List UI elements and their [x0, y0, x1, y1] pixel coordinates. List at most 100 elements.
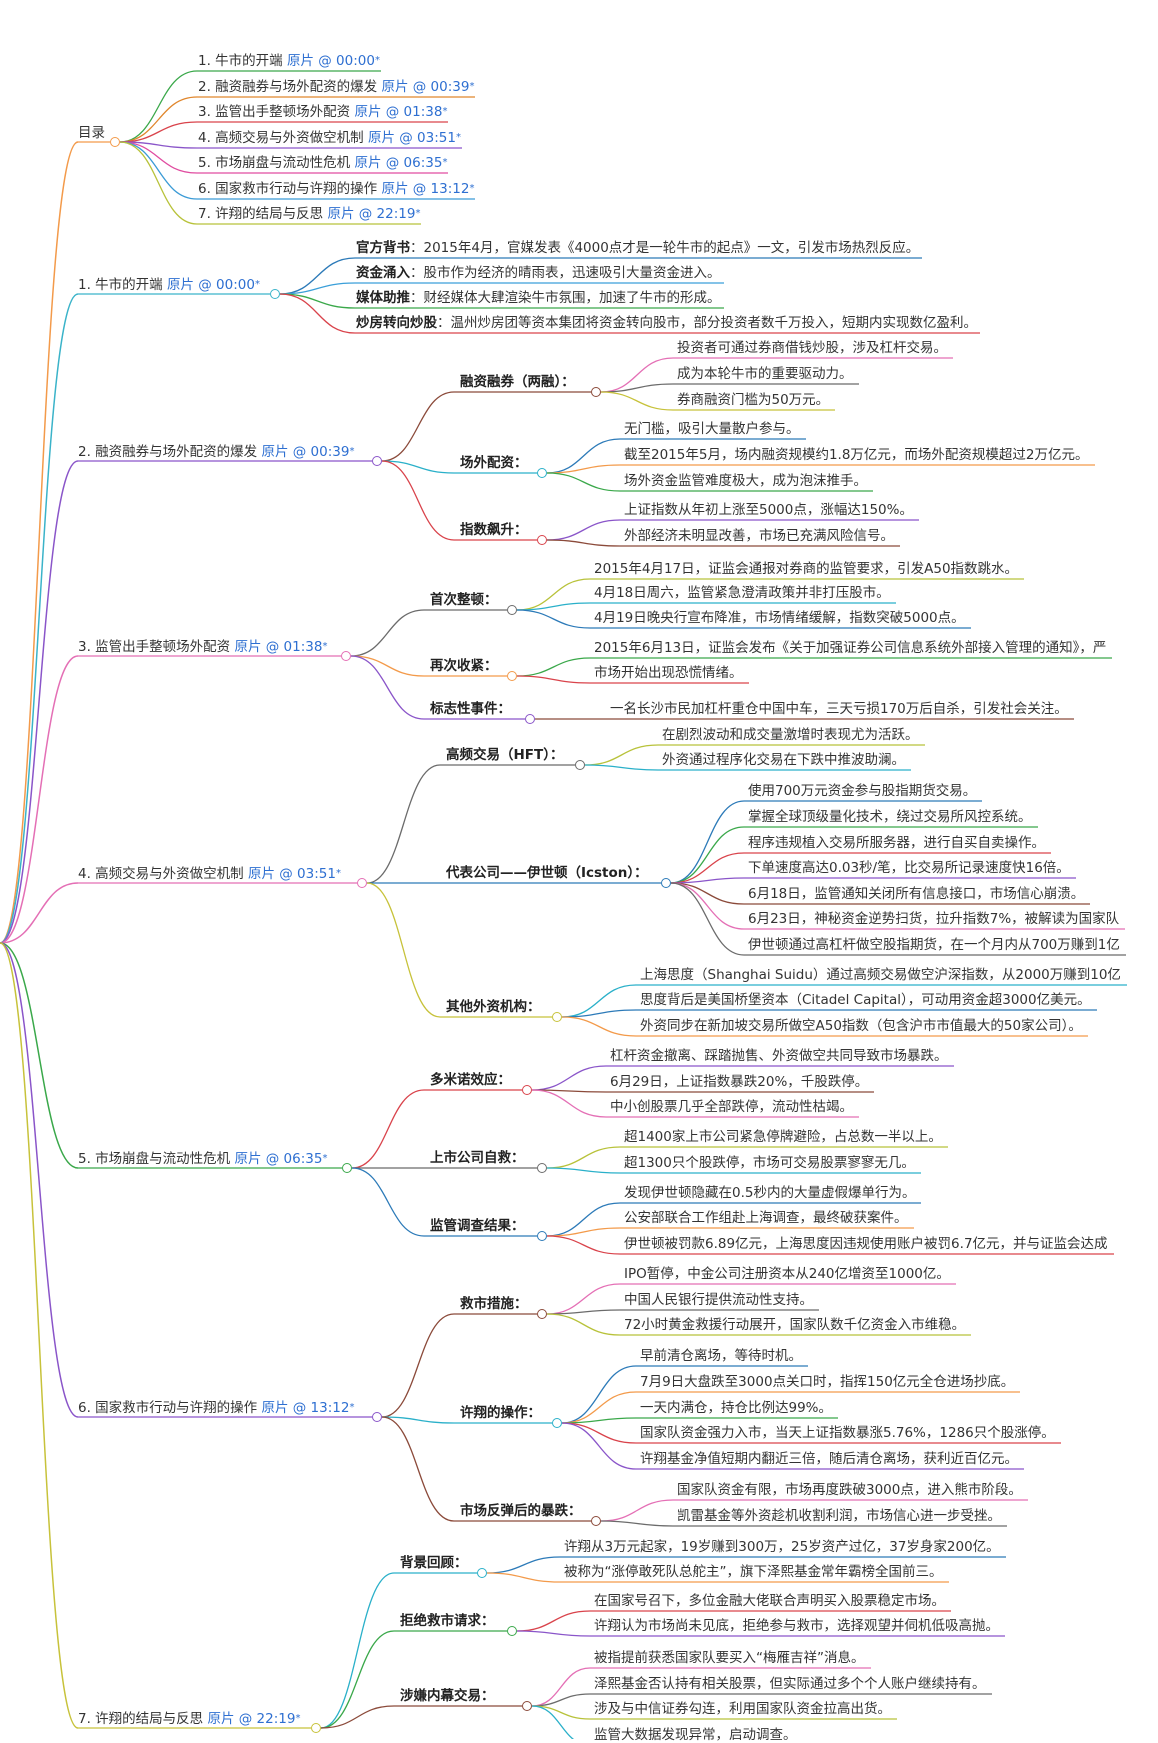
s4-group-2-node[interactable]	[661, 878, 671, 888]
toc-item-6[interactable]: 6. 国家救市行动与许翔的操作 原片 @ 13:12*	[198, 181, 474, 197]
s5-group-3-node[interactable]	[537, 1231, 547, 1241]
star-mark: *	[295, 1713, 301, 1724]
s5-g2-leaf-1: 超1400家上市公司紧急停牌避险，占总数一半以上。	[624, 1129, 942, 1145]
s2-group-3-node[interactable]	[537, 535, 547, 545]
leaf-text: 成为本轮牛市的重要驱动力。	[677, 366, 853, 382]
s5-group-1-node[interactable]	[522, 1085, 532, 1095]
toc-item-3[interactable]: 3. 监管出手整顿场外配资 原片 @ 01:38*	[198, 104, 447, 120]
s3-group-1-label: 首次整顿：	[430, 592, 498, 608]
toc-item-text: 4. 高频交易与外资做空机制	[198, 130, 368, 146]
section-title-text: 5. 市场崩盘与流动性危机	[78, 1151, 235, 1167]
section-2-title: 2. 融资融券与场外配资的爆发 原片 @ 00:39*	[78, 444, 354, 460]
s4-group-1-label: 高频交易（HFT）：	[446, 747, 563, 763]
timestamp-link[interactable]: 原片 @ 03:51	[367, 130, 456, 146]
section-1-node[interactable]	[270, 289, 280, 299]
s6-group-2-label: 许翔的操作：	[460, 1405, 541, 1421]
timestamp-link[interactable]: 原片 @ 00:00	[286, 53, 375, 69]
section-4-node[interactable]	[357, 878, 367, 888]
star-mark: *	[455, 132, 461, 143]
edge-s6-group-1	[381, 1313, 455, 1418]
edge-s2-group-1	[381, 391, 455, 462]
timestamp-link[interactable]: 原片 @ 03:51	[247, 866, 336, 882]
s2-group-2-node[interactable]	[537, 468, 547, 478]
s4-g2-leaf-7: 伊世顿通过高杠杆做空股指期货，在一个月内从700万赚到1亿	[748, 937, 1120, 953]
section-2-node[interactable]	[372, 456, 382, 466]
item-key: 资金涌入	[356, 265, 410, 281]
toc-item-4[interactable]: 4. 高频交易与外资做空机制 原片 @ 03:51*	[198, 130, 461, 146]
timestamp-link[interactable]: 原片 @ 22:19	[207, 1711, 296, 1727]
edge-s5-g3-leaf-3	[546, 1235, 621, 1255]
s2-group-1-node[interactable]	[591, 387, 601, 397]
edge-root-section-3	[0, 655, 79, 944]
leaf-text: 许翔基金净值短期内翻近三倍，随后清仓离场，获利近百亿元。	[640, 1451, 1018, 1467]
timestamp-link[interactable]: 原片 @ 06:35	[234, 1151, 323, 1167]
s6-group-3-node[interactable]	[591, 1516, 601, 1526]
timestamp-link[interactable]: 原片 @ 06:35	[354, 155, 443, 171]
leaf-text: 4月19日晚央行宣布降准，市场情绪缓解，指数突破5000点。	[594, 610, 965, 626]
edge-s4-g1-leaf-1	[584, 744, 659, 766]
leaf-text: 公安部联合工作组赴上海调查，最终破获案件。	[624, 1210, 908, 1226]
s5-group-2-label: 上市公司自救：	[430, 1150, 525, 1166]
section-6-node[interactable]	[372, 1412, 382, 1422]
toc-node[interactable]	[110, 137, 120, 147]
leaf-text: 2015年4月17日，证监会通报对券商的监管要求，引发A50指数跳水。	[594, 561, 1019, 577]
s4-group-1-node[interactable]	[575, 760, 585, 770]
s3-group-3-node[interactable]	[525, 714, 535, 724]
leaf-text: 6月23日，神秘资金逆势扫货，拉升指数7%，被解读为国家队	[748, 911, 1120, 927]
group-label-text: 其他外资机构：	[446, 999, 541, 1015]
timestamp-link[interactable]: 原片 @ 00:39	[381, 79, 470, 95]
s5-group-2-node[interactable]	[537, 1163, 547, 1173]
section-4-title: 4. 高频交易与外资做空机制 原片 @ 03:51*	[78, 866, 341, 882]
s7-group-2-node[interactable]	[507, 1626, 517, 1636]
edge-s5-group-1	[351, 1089, 425, 1169]
s4-g2-leaf-2: 掌握全球顶级量化技术，绕过交易所风控系统。	[748, 809, 1032, 825]
leaf-text: IPO暂停，中金公司注册资本从240亿增资至1000亿。	[624, 1266, 950, 1282]
s3-group-2-node[interactable]	[507, 671, 517, 681]
s6-group-1-node[interactable]	[537, 1309, 547, 1319]
edge-s2-g2-leaf-2	[546, 464, 621, 474]
toc-item-2[interactable]: 2. 融资融券与场外配资的爆发 原片 @ 00:39*	[198, 79, 474, 95]
s2-g1-leaf-1: 投资者可通过券商借钱炒股，涉及杠杆交易。	[677, 340, 947, 356]
edge-root-section-6	[0, 942, 79, 1418]
s5-g1-leaf-1: 杠杆资金撤离、踩踏抛售、外资做空共同导致市场暴跌。	[610, 1048, 948, 1064]
s6-group-2-node[interactable]	[552, 1418, 562, 1428]
timestamp-link[interactable]: 原片 @ 13:12	[381, 181, 470, 197]
timestamp-link[interactable]: 原片 @ 01:38	[234, 639, 323, 655]
s7-group-3-node[interactable]	[522, 1701, 532, 1711]
star-mark: *	[469, 183, 475, 194]
leaf-text: 伊世顿通过高杠杆做空股指期货，在一个月内从700万赚到1亿	[748, 937, 1120, 953]
timestamp-link[interactable]: 原片 @ 00:39	[261, 444, 350, 460]
section-7-title: 7. 许翔的结局与反思 原片 @ 22:19*	[78, 1711, 300, 1727]
edge-s4-g3-leaf-2	[561, 1009, 637, 1018]
section-7-node[interactable]	[311, 1723, 321, 1733]
s7-group-1-node[interactable]	[477, 1568, 487, 1578]
timestamp-link[interactable]: 原片 @ 00:00	[166, 277, 255, 293]
toc-item-7[interactable]: 7. 许翔的结局与反思 原片 @ 22:19*	[198, 206, 420, 222]
leaf-text: 使用700万元资金参与股指期货交易。	[748, 783, 977, 799]
section-5-node[interactable]	[342, 1163, 352, 1173]
s4-group-3-node[interactable]	[552, 1012, 562, 1022]
timestamp-link[interactable]: 原片 @ 13:12	[261, 1400, 350, 1416]
s6-g2-leaf-5: 许翔基金净值短期内翻近三倍，随后清仓离场，获利近百亿元。	[640, 1451, 1018, 1467]
edge-s6-g3-leaf-2	[600, 1520, 674, 1527]
s7-g1-leaf-1: 许翔从3万元起家，19岁赚到300万，25岁资产过亿，37岁身家200亿。	[564, 1539, 1000, 1555]
s2-g2-leaf-2: 截至2015年5月，场内融资规模约1.8万亿元，而场外配资规模超过2万亿元。	[624, 447, 1089, 463]
section-3-node[interactable]	[341, 651, 351, 661]
s6-g1-leaf-1: IPO暂停，中金公司注册资本从240亿增资至1000亿。	[624, 1266, 950, 1282]
leaf-text: 7月9日大盘跌至3000点关口时，指挥150亿元全仓进场抄底。	[640, 1374, 1015, 1390]
s6-g1-leaf-2: 中国人民银行提供流动性支持。	[624, 1292, 813, 1308]
group-label-text: 许翔的操作：	[460, 1405, 541, 1421]
timestamp-link[interactable]: 原片 @ 22:19	[327, 206, 416, 222]
s6-g3-leaf-1: 国家队资金有限，市场再度跌破3000点，进入熊市阶段。	[677, 1482, 1022, 1498]
toc-item-1[interactable]: 1. 牛市的开端 原片 @ 00:00*	[198, 53, 380, 69]
edge-s7-g3-leaf-4	[531, 1705, 575, 1739]
edge-s5-g2-leaf-1	[546, 1146, 621, 1169]
s3-group-1-node[interactable]	[507, 605, 517, 615]
edge-s4-g2-leaf-3	[670, 852, 745, 884]
timestamp-link[interactable]: 原片 @ 01:38	[354, 104, 443, 120]
leaf-text: 凯雷基金等外资趁机收割利润，市场信心进一步受挫。	[677, 1508, 1001, 1524]
edge-s6-g3-leaf-1	[600, 1499, 674, 1522]
edge-s7-g3-leaf-1	[531, 1667, 591, 1707]
toc-item-5[interactable]: 5. 市场崩盘与流动性危机 原片 @ 06:35*	[198, 155, 447, 171]
s1-item-3: 媒体助推：财经媒体大肆渲染牛市氛围，加速了牛市的形成。	[356, 290, 721, 306]
